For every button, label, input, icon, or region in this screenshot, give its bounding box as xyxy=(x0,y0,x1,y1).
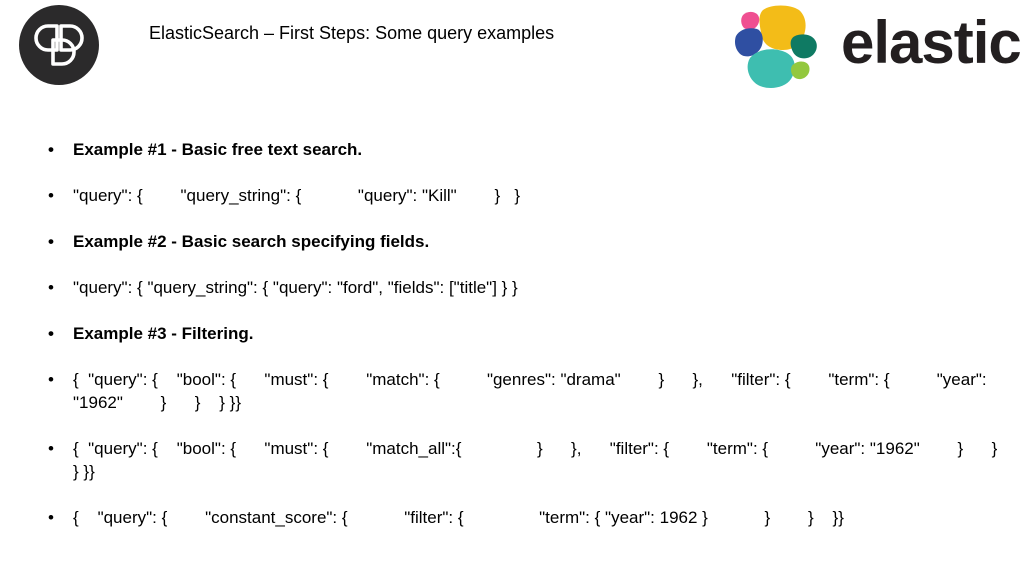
organization-logo xyxy=(18,4,100,86)
example-heading-item: Example #1 - Basic free text search. xyxy=(48,138,998,161)
example-heading-text: Example #2 - Basic search specifying fie… xyxy=(73,232,430,251)
query-example-item: { "query": { "bool": { "must": { "match"… xyxy=(48,368,998,414)
slide-title: ElasticSearch – First Steps: Some query … xyxy=(149,23,555,43)
elastic-cluster-icon xyxy=(734,5,817,88)
query-text: "query": { "query_string": { "query": "f… xyxy=(73,278,518,297)
query-example-item: "query": { "query_string": { "query": "f… xyxy=(48,276,998,299)
slide-bullet-list: Example #1 - Basic free text search. "que… xyxy=(48,138,998,552)
query-example-item: { "query": { "constant_score": { "filter… xyxy=(48,506,998,529)
query-text: { "query": { "bool": { "must": { "match_… xyxy=(73,439,1017,481)
elastic-logo: elastic xyxy=(733,2,1023,92)
query-example-item: "query": { "query_string": { "query": "K… xyxy=(48,184,998,207)
example-heading-item: Example #3 - Filtering. xyxy=(48,322,998,345)
example-heading-text: Example #1 - Basic free text search. xyxy=(73,140,363,159)
query-text: { "query": { "constant_score": { "filter… xyxy=(73,508,844,527)
query-text: { "query": { "bool": { "must": { "match"… xyxy=(73,370,992,412)
example-heading-text: Example #3 - Filtering. xyxy=(73,324,254,343)
brand-wordmark: elastic xyxy=(841,9,1022,76)
organization-logo-icon xyxy=(19,5,99,85)
query-text: "query": { "query_string": { "query": "K… xyxy=(73,186,521,205)
example-heading-item: Example #2 - Basic search specifying fie… xyxy=(48,230,998,253)
query-example-item: { "query": { "bool": { "must": { "match_… xyxy=(48,437,998,483)
